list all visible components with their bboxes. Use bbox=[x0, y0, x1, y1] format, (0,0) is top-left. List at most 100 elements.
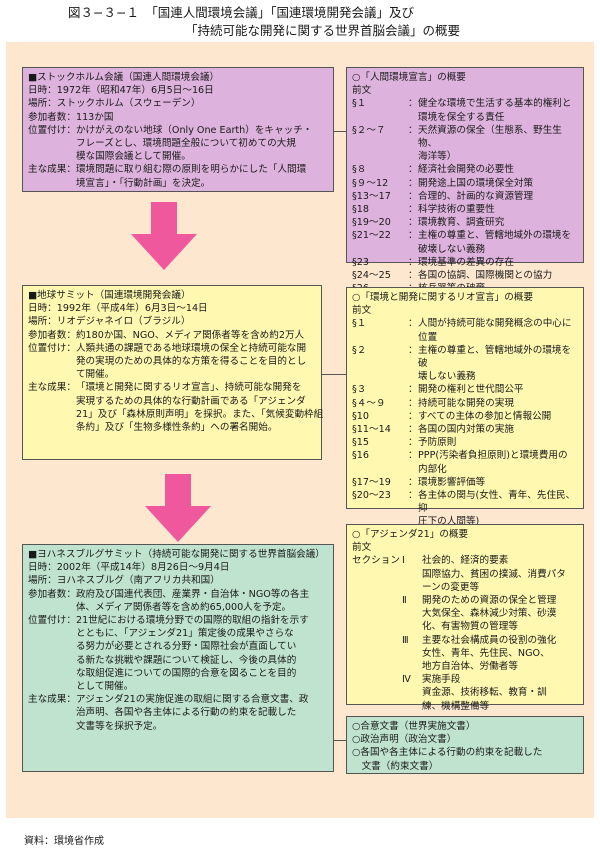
section-text-line: 国際協力、貧困の撲滅、消費パタ bbox=[422, 568, 566, 580]
section-number: §17〜19 bbox=[352, 476, 391, 488]
section-text-line: 海洋等） bbox=[418, 151, 457, 163]
section-text-line: すべての主体の参加と情報公開 bbox=[418, 410, 552, 422]
section-text-line: 各国の国内対策の実施 bbox=[418, 424, 514, 436]
ningen-item: §８ ：経済社会開発の必要性 bbox=[352, 163, 578, 176]
section-number: §19〜20 bbox=[352, 217, 391, 229]
position-label: 位置付け： bbox=[28, 124, 76, 136]
stockholm-heading: ■ストックホルム会議（国連人間環境会議） bbox=[28, 72, 220, 83]
section-text-line: 資金源、技術移転、教育・訓 bbox=[422, 687, 547, 699]
participants-line: 体、メディア関係者等を含め約65,000人を予定。 bbox=[75, 601, 292, 613]
colon-separator: ： bbox=[408, 230, 418, 242]
rio-declaration-box: ○「環境と開発に関するリオ宣言」の概要 前文 §１：人間が持続可能な開発概念の中… bbox=[346, 287, 584, 554]
section-text-line: 科学技術の重要性 bbox=[418, 204, 495, 216]
result-line: 治声明、各国や各主体による行動の約束を記載した bbox=[75, 707, 297, 719]
ningen-item: §19〜20 ：環境教育、調査研究 bbox=[352, 216, 578, 229]
section-text-line: 主要な社会構成員の役割の強化 bbox=[422, 634, 557, 646]
position-line: る努力が必要とされる分野・国際社会が直面してい bbox=[75, 641, 297, 653]
position-line: フレーズとし、環境問題全般について初めての大規 bbox=[75, 138, 296, 150]
rio-item: §17〜19：環境影響評価等 bbox=[352, 476, 578, 489]
ningen-item: §24〜25 ：各国の協調、国際機関との協力 bbox=[352, 269, 578, 282]
section-text: 健全な環境で生活する基本的権利と環境を保全する責任 bbox=[418, 97, 578, 123]
section-text-line: 各主体の関与(女性、青年、先住民、抑 bbox=[418, 490, 576, 515]
colon-separator: ： bbox=[408, 164, 418, 176]
earth-summit-box: ■地球サミット（国連環境開発会議） 日時：1992年（平成4年）6月3日〜14日… bbox=[22, 285, 323, 460]
ningen-item: §21〜22：主権の尊重と、管轄地域外の環境を破壊しない義務 bbox=[352, 229, 578, 255]
section-text: 天然資源の保全（生態系、野生生物、海洋等） bbox=[418, 124, 578, 164]
section-text: 合理的、計画的な資源管理 bbox=[418, 190, 578, 203]
earth-summit-place: 場所：リオデジャネイロ（ブラジル） bbox=[28, 316, 191, 328]
section-roman-numeral: Ⅰ bbox=[402, 555, 405, 567]
position-label: 位置付け： bbox=[28, 342, 76, 354]
result-line: 文書等を採択予定。 bbox=[75, 720, 163, 732]
ningen-item: §18：科学技術の重要性 bbox=[352, 203, 578, 216]
section-text-line: 環境影響評価等 bbox=[418, 476, 486, 488]
johannesburg-box: ■ヨハネスブルグサミット（持続可能な開発に関する世界首脳会議） 日時：2002年… bbox=[22, 544, 334, 772]
result-line: 21」及び「森林原則声明」を採択。また、「気候変動枠組 bbox=[75, 408, 324, 420]
result-line: 環境問題に取り組む際の原則を明らかにした「人間環 bbox=[75, 164, 307, 176]
section-text: 人間が持続可能な開発概念の中心に位置 bbox=[418, 317, 578, 343]
arrow-down-icon bbox=[145, 474, 211, 542]
section-number: §13〜17 bbox=[352, 190, 391, 202]
section-text-line: 壊しない義務 bbox=[418, 371, 476, 383]
rio-item: §４〜９：持続可能な開発の実現 bbox=[352, 397, 578, 410]
position-line: として開催。 bbox=[75, 681, 134, 693]
ningen-heading: ○「人間環境宣言」の概要 bbox=[352, 72, 466, 83]
johannesburg-result: 主な成果： アジェンダ21の実施促進の取組に関する合意文書、政 治声明、各国や各… bbox=[28, 693, 328, 733]
section-number: §１ bbox=[352, 98, 367, 110]
earth-summit-participants: 参加者数：約180か国、NGO、メディア関係者等を含め約2万人 bbox=[28, 329, 305, 341]
position-line: 21世紀における環境分野での国際的取組の指針を示す bbox=[75, 615, 309, 627]
section-text-line: 合理的、計画的な資源管理 bbox=[418, 190, 534, 202]
section-text-line: 環境基準の差異の存在 bbox=[418, 256, 514, 268]
section-text: 各国の国内対策の実施 bbox=[418, 423, 578, 436]
section-number: §20〜23 bbox=[352, 490, 391, 502]
participants-line: 政府及び国連代表団、産業界・自治体・NGO等の各主 bbox=[75, 588, 310, 600]
section-text-line: 主権の尊重と、管轄地域外の環境を bbox=[418, 230, 572, 242]
result-label: 主な成果： bbox=[28, 382, 76, 394]
source-note: 資料：環境省作成 bbox=[24, 836, 104, 847]
section-number: §24〜25 bbox=[352, 270, 391, 282]
section-number: §２〜７ bbox=[352, 124, 386, 136]
colon-separator: ： bbox=[408, 344, 418, 356]
johannesburg-position: 位置付け： 21世紀における環境分野での国際的取組の指針を示す とともに、「アジ… bbox=[28, 614, 328, 693]
section-text: PPP(汚染者負担原則)と環境費用の内部化 bbox=[418, 449, 578, 475]
section-text: 環境教育、調査研究 bbox=[418, 216, 578, 229]
colon-separator: ： bbox=[408, 437, 418, 449]
section-roman-numeral: Ⅳ bbox=[402, 674, 411, 686]
colon-separator: ： bbox=[408, 217, 418, 229]
section-text-line: 持続可能な開発の実現 bbox=[418, 397, 514, 409]
earth-summit-result: 主な成果： 「環境と開発に関するリオ宣言」、持続可能な開発を 実現するための具体… bbox=[28, 381, 323, 434]
section-number: §15 bbox=[352, 437, 370, 449]
participants-label: 参加者数： bbox=[28, 588, 76, 600]
johannesburg-heading: ■ヨハネスブルグサミット（持続可能な開発に関する世界首脳会議） bbox=[28, 549, 325, 560]
position-line: 発の実現のための具体的な方策を得ることを目的とし bbox=[75, 356, 307, 368]
position-line: 模な国際会議として開催。 bbox=[75, 151, 191, 163]
earth-summit-heading: ■地球サミット（国連環境開発会議） bbox=[28, 290, 191, 301]
section-label bbox=[352, 634, 402, 674]
section-label bbox=[352, 673, 402, 713]
agenda21-preamble: 前文 bbox=[352, 542, 372, 554]
section-number: §３ bbox=[352, 384, 367, 396]
section-number: §４〜９ bbox=[352, 397, 386, 409]
ningen-item: §９〜12：開発途上国の環境保全対策 bbox=[352, 177, 578, 190]
section-number: §８ bbox=[352, 164, 367, 176]
section-text: 経済社会開発の必要性 bbox=[418, 163, 578, 176]
rio-item: §１：人間が持続可能な開発概念の中心に位置 bbox=[352, 317, 578, 343]
result-line: 実現するための具体的な行動計画である「アジェンダ bbox=[75, 395, 306, 407]
colon-separator: ： bbox=[408, 204, 418, 216]
colon-separator: ： bbox=[408, 270, 418, 282]
section-text-line: 地方自治体、労働者等 bbox=[422, 661, 518, 673]
section-text-line: 練、機構整備等 bbox=[422, 700, 490, 712]
ningen-item: §13〜17：合理的、計画的な資源管理 bbox=[352, 190, 578, 203]
colon-separator: ： bbox=[408, 318, 418, 330]
rio-item: §16：PPP(汚染者負担原則)と環境費用の内部化 bbox=[352, 449, 578, 475]
section-text: 各国の協調、国際機関との協力 bbox=[418, 269, 578, 282]
colon-separator: ： bbox=[408, 490, 418, 502]
document-line: ○政治声明（政治文書） bbox=[352, 734, 457, 746]
section-label: セクション bbox=[352, 555, 400, 567]
section-text-line: 人間が持続可能な開発概念の中心に bbox=[418, 318, 572, 330]
colon-separator: ： bbox=[408, 450, 418, 462]
section-text-line: 各国の協調、国際機関との協力 bbox=[418, 270, 553, 282]
